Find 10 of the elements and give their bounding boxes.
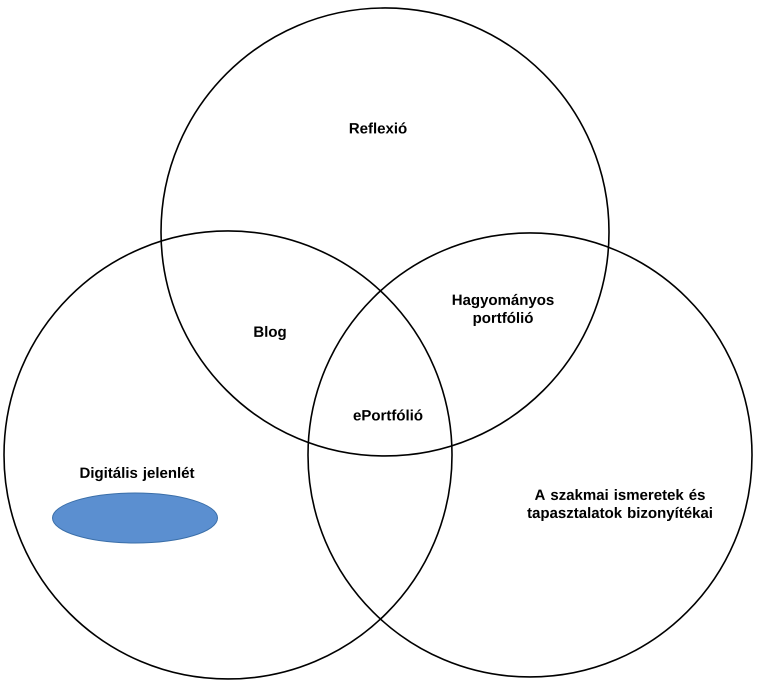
circle bbox=[307, 232, 753, 678]
circle-label: Digitális jelenlét bbox=[80, 466, 194, 482]
circle bbox=[3, 230, 453, 680]
circle-label: A szakmai ismeretek és tapasztalatok bizonyítékai bbox=[527, 488, 712, 522]
region-label: ePortfólió bbox=[354, 409, 422, 421]
circle bbox=[160, 7, 610, 457]
circle-label: Reflexió bbox=[350, 122, 407, 134]
region-label: Hagyományos portfólió bbox=[452, 294, 554, 326]
region-label: Blog bbox=[254, 326, 286, 340]
ellipse bbox=[52, 492, 218, 544]
